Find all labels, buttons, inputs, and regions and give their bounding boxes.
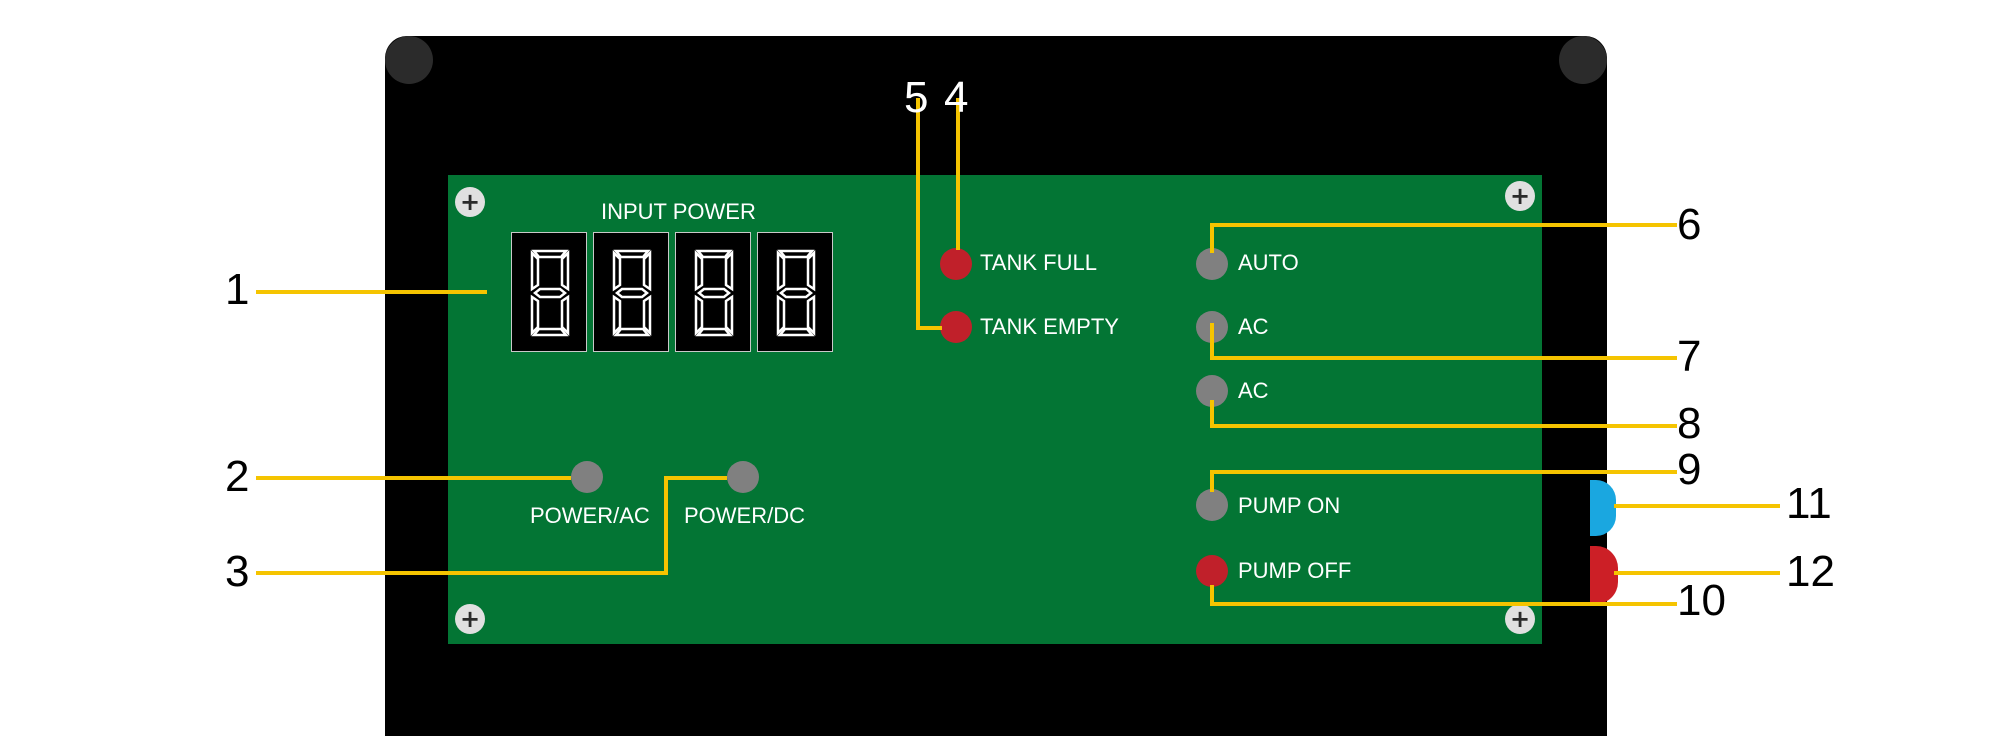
callout-number-8: 8 bbox=[1677, 399, 1702, 448]
ac-label-2: AC bbox=[1238, 378, 1269, 403]
segment bbox=[694, 294, 704, 337]
leader-line-6 bbox=[1210, 223, 1677, 253]
segment bbox=[778, 287, 814, 299]
seven-segment-glyph bbox=[776, 249, 816, 337]
segment bbox=[560, 249, 570, 292]
segment bbox=[777, 327, 815, 337]
callout-number-12: 12 bbox=[1786, 547, 1835, 596]
power-dc-led bbox=[727, 461, 759, 493]
corner-screw-top-left bbox=[385, 36, 433, 84]
pump-off-label: PUMP OFF bbox=[1238, 558, 1352, 583]
tank-full-label: TANK FULL bbox=[980, 250, 1097, 275]
segment bbox=[614, 287, 650, 299]
power-ac-label: POWER/AC bbox=[530, 503, 650, 528]
seven-segment-digit bbox=[593, 232, 669, 352]
auto-led bbox=[1196, 248, 1228, 280]
segment bbox=[532, 287, 568, 299]
board-screw-top-right: + bbox=[1505, 181, 1535, 211]
leader-line-10 bbox=[1210, 585, 1677, 606]
seven-segment-glyph bbox=[612, 249, 652, 337]
segment bbox=[724, 249, 734, 292]
segment bbox=[694, 249, 704, 292]
segment bbox=[776, 249, 786, 292]
side-button-blue[interactable] bbox=[1590, 480, 1616, 536]
callout-number-1: 1 bbox=[225, 265, 250, 314]
display-title: INPUT POWER bbox=[601, 199, 756, 224]
callout-number-7: 7 bbox=[1677, 332, 1702, 381]
power-dc-label: POWER/DC bbox=[684, 503, 805, 528]
segment bbox=[777, 249, 815, 259]
tank-full-led bbox=[940, 248, 972, 280]
segment bbox=[530, 294, 540, 337]
segment bbox=[642, 294, 652, 337]
pump-off-led bbox=[1196, 555, 1228, 587]
segment bbox=[776, 294, 786, 337]
auto-label: AUTO bbox=[1238, 250, 1299, 275]
segment bbox=[560, 294, 570, 337]
leader-line-5 bbox=[916, 98, 942, 330]
tank-empty-led bbox=[940, 311, 972, 343]
segment bbox=[642, 249, 652, 292]
leader-line-7 bbox=[1210, 323, 1677, 360]
segment bbox=[531, 327, 569, 337]
callout-number-4: 4 bbox=[944, 73, 969, 122]
segment bbox=[613, 249, 651, 259]
segment bbox=[806, 249, 816, 292]
leader-line-8 bbox=[1210, 400, 1677, 428]
callout-number-10: 10 bbox=[1677, 576, 1726, 625]
board-screw-top-left: + bbox=[455, 187, 485, 217]
segment bbox=[696, 287, 732, 299]
callout-number-6: 6 bbox=[1677, 200, 1702, 249]
segment bbox=[531, 249, 569, 259]
seven-segment-digit bbox=[511, 232, 587, 352]
segment bbox=[695, 249, 733, 259]
callout-number-11: 11 bbox=[1786, 479, 1832, 528]
seven-segment-digit bbox=[757, 232, 833, 352]
callout-leader-lines bbox=[256, 98, 1780, 606]
leader-line-9 bbox=[1210, 470, 1677, 492]
seven-segment-glyph bbox=[530, 249, 570, 337]
side-button-red[interactable] bbox=[1590, 546, 1618, 604]
callout-number-3: 3 bbox=[225, 547, 250, 596]
seven-segment-glyph bbox=[694, 249, 734, 337]
board-screw-bottom-left: + bbox=[455, 604, 485, 634]
seven-segment-digit bbox=[675, 232, 751, 352]
callout-number-9: 9 bbox=[1677, 445, 1702, 494]
callout-number-5: 5 bbox=[904, 73, 929, 122]
pump-on-label: PUMP ON bbox=[1238, 493, 1341, 518]
board-screw-bottom-right: + bbox=[1505, 604, 1535, 634]
segment bbox=[612, 249, 622, 292]
pump-on-led bbox=[1196, 489, 1228, 521]
leader-line-3 bbox=[256, 476, 727, 575]
ac-label-1: AC bbox=[1238, 314, 1269, 339]
segment bbox=[695, 327, 733, 337]
segment bbox=[724, 294, 734, 337]
segment bbox=[530, 249, 540, 292]
corner-screw-top-right bbox=[1559, 36, 1607, 84]
segment bbox=[806, 294, 816, 337]
power-ac-led bbox=[571, 461, 603, 493]
segment bbox=[613, 327, 651, 337]
segment bbox=[612, 294, 622, 337]
callout-number-2: 2 bbox=[225, 452, 250, 501]
tank-empty-label: TANK EMPTY bbox=[980, 314, 1119, 339]
